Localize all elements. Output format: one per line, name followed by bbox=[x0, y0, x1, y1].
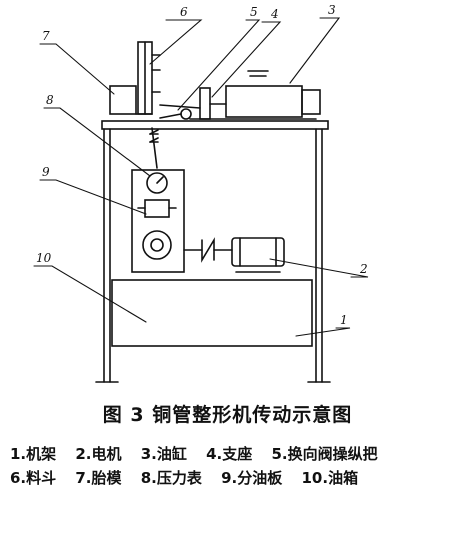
valve-handle bbox=[180, 108, 192, 120]
legend-item: 9.分油板 bbox=[221, 469, 283, 487]
legend-item: 3.油缸 bbox=[140, 445, 187, 463]
callout-7: 7 bbox=[42, 29, 50, 43]
callout-2: 2 bbox=[359, 262, 368, 276]
legend-item: 2.电机 bbox=[75, 445, 122, 463]
oil-plate bbox=[144, 199, 170, 218]
support bbox=[199, 87, 211, 120]
legend-item: 1.机架 bbox=[10, 445, 57, 463]
legend-item: 6.料斗 bbox=[10, 469, 57, 487]
legend-item: 7.胎模 bbox=[75, 469, 122, 487]
pressure-gauge bbox=[146, 172, 168, 194]
callout-1: 1 bbox=[340, 313, 348, 327]
parts-legend: 1.机架 2.电机 3.油缸 4.支座 5.换向阀操纵把 6.料斗 7.胎模 8… bbox=[10, 442, 450, 490]
leader-lines bbox=[33, 17, 369, 337]
oil-distribution-box bbox=[131, 169, 185, 273]
callout-9: 9 bbox=[42, 165, 50, 179]
callout-6: 6 bbox=[180, 5, 188, 19]
oil-cylinder bbox=[225, 85, 303, 118]
oil-tank bbox=[111, 279, 313, 347]
figure-caption: 图 3 铜管整形机传动示意图 bbox=[102, 404, 353, 426]
callout-3: 3 bbox=[328, 3, 336, 17]
motor-assembly bbox=[183, 237, 285, 273]
motor bbox=[231, 237, 285, 267]
legend-item: 8.压力表 bbox=[140, 469, 202, 487]
legend-item: 10.油箱 bbox=[301, 469, 359, 487]
legend-item: 5.换向阀操纵把 bbox=[271, 445, 378, 463]
callout-10: 10 bbox=[36, 251, 52, 265]
machine-diagram: 6 5 4 3 7 8 9 10 2 1 bbox=[33, 3, 369, 383]
vertical-linkage bbox=[149, 127, 159, 169]
legend-item: 4.支座 bbox=[206, 445, 253, 463]
callout-5: 5 bbox=[250, 5, 258, 19]
callout-labels: 6 5 4 3 7 8 9 10 2 1 bbox=[36, 3, 368, 327]
callout-8: 8 bbox=[46, 93, 54, 107]
mold-box bbox=[109, 85, 137, 115]
machine-frame bbox=[95, 120, 331, 383]
top-mechanism bbox=[109, 41, 321, 120]
callout-4: 4 bbox=[270, 7, 279, 21]
